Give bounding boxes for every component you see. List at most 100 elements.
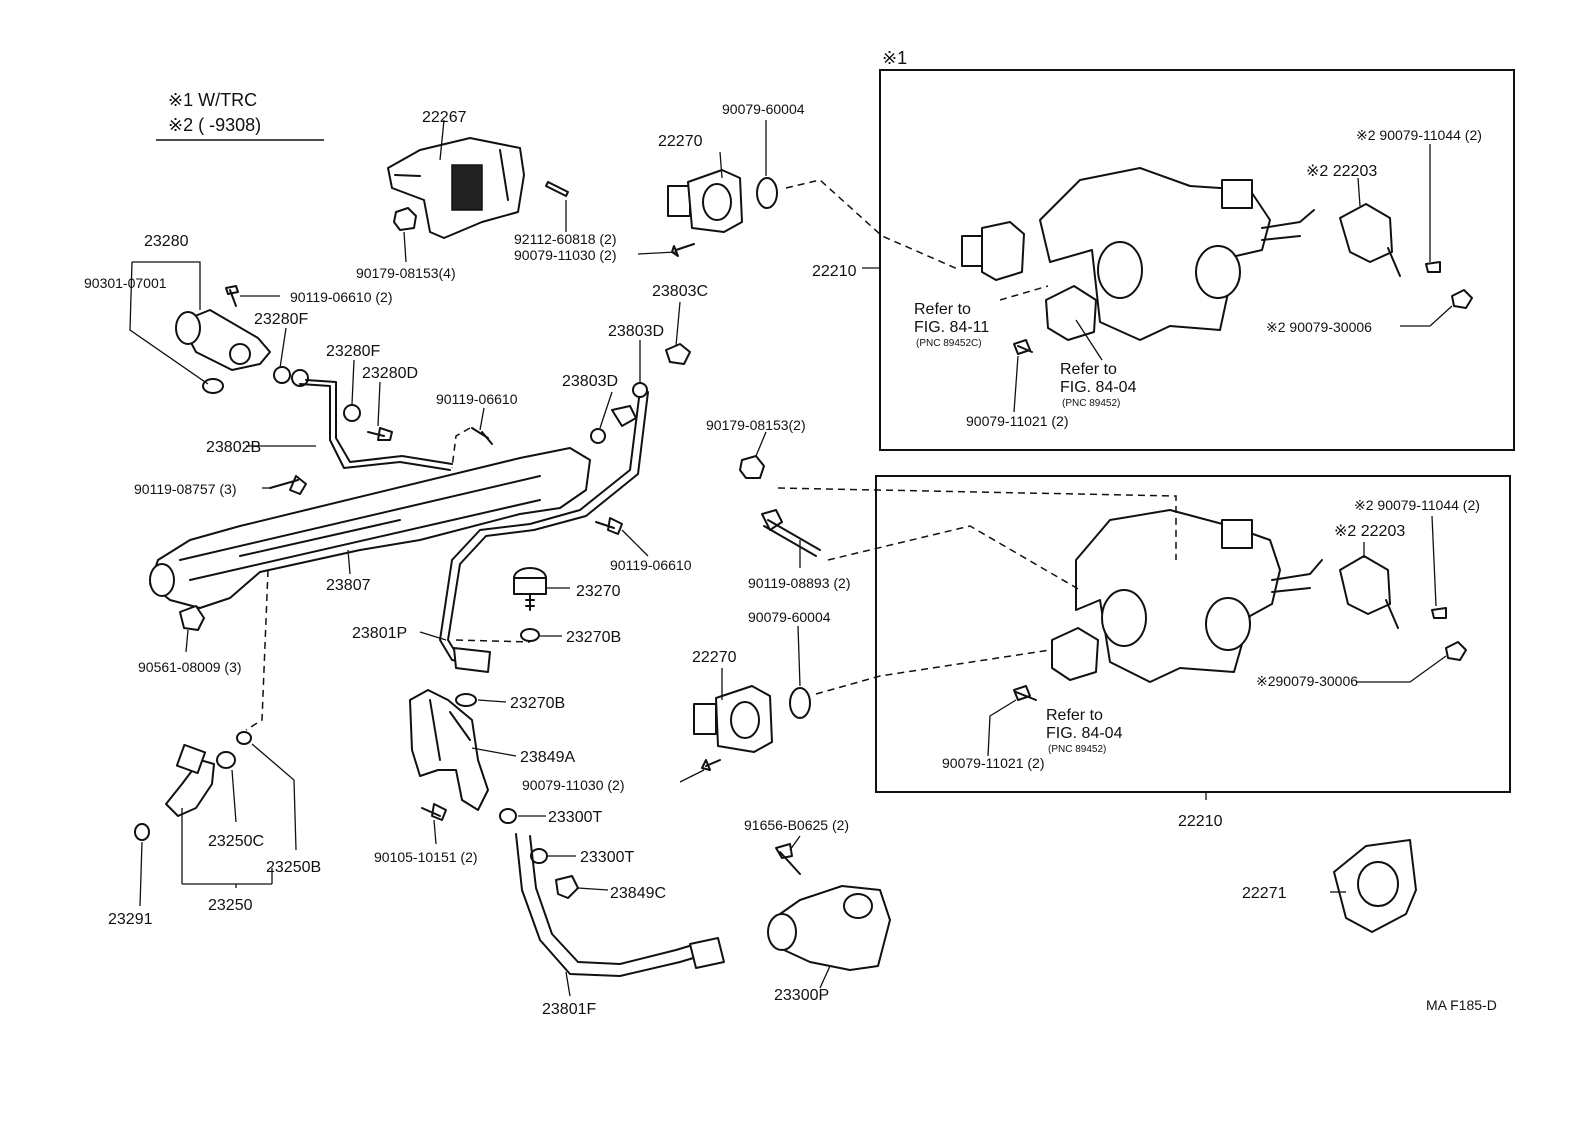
box-marker: ※1 [882, 48, 907, 68]
gasket-23803D-b [590, 428, 606, 444]
label-top-refer-a-2: FIG. 84-11 [914, 319, 989, 336]
label-90119-06610-a: 90119-06610 [436, 391, 518, 407]
label-23250C: 23250C [208, 833, 264, 850]
label-90179-mid: 90179-08153(2) [706, 417, 806, 433]
label-22271: 22271 [1242, 885, 1287, 902]
o-ring-90079-60004-top [756, 177, 778, 209]
label-top-refer-b-1: Refer to [1060, 361, 1117, 378]
label-23300T-b: 23300T [580, 849, 634, 866]
gasket-23280D-washer [343, 404, 361, 422]
throttle-body-box-top [879, 69, 1515, 451]
label-90119-08757: 90119-08757 (3) [134, 481, 236, 497]
label-top-90079-11021: 90079-11021 (2) [966, 413, 1068, 429]
label-23270B-a: 23270B [566, 629, 621, 646]
o-ring-23270B-b [455, 693, 477, 707]
label-23803D-a: 23803D [608, 323, 664, 340]
bolt-90119-06610-a [471, 427, 493, 445]
label-91656: 91656-B0625 (2) [744, 817, 849, 833]
label-23802B: 23802B [206, 439, 261, 456]
label-23270: 23270 [576, 583, 621, 600]
label-90179-top: 90179-08153(4) [356, 265, 456, 281]
gasket-23300T-b [530, 848, 548, 864]
label-22270-top: 22270 [658, 133, 703, 150]
throttle-body-bottom [1075, 509, 1323, 683]
legend-note-2: ※2 ( -9308) [168, 115, 261, 135]
pipe-23801P [439, 389, 641, 665]
label-23280: 23280 [144, 233, 189, 250]
label-90079-11030-top: 90079-11030 (2) [514, 247, 616, 263]
bolt-91656 [775, 843, 801, 875]
label-bot-refer-2: FIG. 84-04 [1046, 725, 1123, 742]
label-bot-90079-11044: ※2 90079-11044 (2) [1354, 497, 1480, 513]
pipe-23801P-fitting [453, 647, 491, 673]
label-23801P: 23801P [352, 625, 407, 642]
delivery-pipe-23807 [149, 447, 591, 609]
o-ring-23250C [216, 751, 236, 769]
o-ring-23270B-a [520, 628, 540, 642]
label-90105: 90105-10151 (2) [374, 849, 478, 865]
screw-90079-11021-top [1013, 339, 1033, 355]
label-bot-22203: ※2 22203 [1334, 523, 1405, 540]
label-90119-06610-b: 90119-06610 [610, 557, 692, 573]
sensor-22270-bottom [693, 685, 773, 753]
screw-90079-11044-top [1425, 261, 1441, 273]
bracket-22267 [387, 137, 525, 239]
label-23849C: 23849C [610, 885, 666, 902]
pipe-23802B [299, 383, 451, 471]
stud-92112 [545, 181, 569, 197]
insulator-90561 [179, 605, 205, 631]
label-23270B-b: 23270B [510, 695, 565, 712]
union-bolt-23803C [665, 343, 691, 365]
label-23280F-a: 23280F [254, 311, 308, 328]
union-bolt-23280D [367, 427, 393, 441]
bolt-90119-08757 [269, 475, 307, 495]
injector-23250 [165, 743, 215, 817]
label-90119-06610-2: 90119-06610 (2) [290, 289, 392, 305]
figure-id: MA F185-D [1426, 997, 1497, 1013]
bolt-90105 [421, 803, 447, 821]
label-top-90079-30006: ※2 90079-30006 [1266, 319, 1372, 335]
valve-23280 [175, 309, 271, 371]
leader-lines [129, 119, 1453, 997]
label-90079-11030-bottom: 90079-11030 (2) [522, 777, 624, 793]
label-22210-bottom: 22210 [1178, 813, 1223, 830]
gasket-23280F-b [291, 369, 309, 387]
air-valve-23300P [767, 885, 891, 971]
iac-top [1045, 285, 1097, 341]
sensor-22203-bottom [1339, 555, 1399, 629]
screw-90079-11030-bottom [701, 759, 721, 771]
label-90301: 90301-07001 [84, 275, 167, 291]
hose-23801F [515, 833, 701, 977]
gasket-23803D-a [632, 382, 648, 398]
sensor-22203-top [1339, 203, 1401, 277]
hose-23801F-fitting [689, 937, 725, 969]
label-bot-refer-3: (PNC 89452) [1048, 744, 1106, 755]
label-top-refer-a-3: (PNC 89452C) [916, 338, 982, 349]
o-ring-90079-60004-bottom [789, 687, 811, 719]
nut-90179-mid [739, 455, 765, 479]
label-22267: 22267 [422, 109, 467, 126]
dashed-lines [245, 179, 1177, 731]
label-23280F-b: 23280F [326, 343, 380, 360]
label-23300T-a: 23300T [548, 809, 602, 826]
label-top-refer-b-3: (PNC 89452) [1062, 398, 1120, 409]
screw-90079-11030-top [671, 243, 695, 257]
top-box-labels: ※2 90079-11044 (2) ※2 22203 ※2 90079-300… [914, 127, 1482, 429]
label-23803D-b: 23803D [562, 373, 618, 390]
label-top-90079-11044: ※2 90079-11044 (2) [1356, 127, 1482, 143]
bottom-box-labels: ※2 90079-11044 (2) ※2 22203 ※290079-3000… [942, 497, 1480, 771]
gasket-90301 [202, 378, 224, 394]
label-90561: 90561-08009 (3) [138, 659, 242, 675]
label-top-22203: ※2 22203 [1306, 163, 1377, 180]
label-23849A: 23849A [520, 749, 575, 766]
throttle-body-box-bottom [875, 475, 1511, 793]
grommet-23291 [134, 823, 150, 841]
regulator-23270 [513, 567, 547, 611]
bolt-90119-06610-b [595, 517, 623, 535]
label-90119-08893: 90119-08893 (2) [748, 575, 850, 591]
label-22270-bottom: 22270 [692, 649, 737, 666]
label-90079-60004-top: 90079-60004 [722, 101, 805, 117]
screw-90079-11044-bottom [1431, 607, 1447, 619]
label-23807: 23807 [326, 577, 371, 594]
nut-90079-30006-top [1451, 289, 1473, 309]
